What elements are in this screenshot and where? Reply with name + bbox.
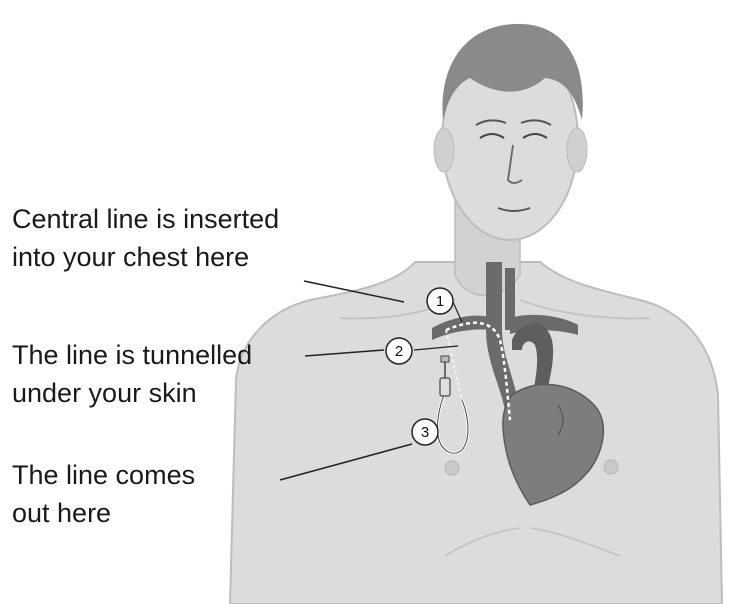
label-1-line-1: Central line is inserted (12, 200, 279, 238)
label-3: The line comes out here (12, 456, 195, 532)
right-nipple (604, 460, 618, 474)
label-2: The line is tunnelled under your skin (12, 336, 252, 412)
label-1-line-2: into your chest here (12, 238, 279, 276)
catheter-hub (440, 378, 450, 396)
marker-1-number: 1 (436, 293, 444, 310)
label-2-line-1: The line is tunnelled (12, 336, 252, 374)
label-1: Central line is inserted into your chest… (12, 200, 279, 276)
torso (230, 262, 722, 604)
label-2-line-2: under your skin (12, 374, 252, 412)
catheter-clamp (441, 356, 449, 362)
label-3-line-2: out here (12, 494, 195, 532)
label-3-line-1: The line comes (12, 456, 195, 494)
right-ear (567, 128, 587, 172)
marker-3-number: 3 (421, 424, 429, 441)
left-nipple (445, 461, 459, 475)
left-ear (434, 128, 454, 172)
marker-2-number: 2 (395, 343, 403, 360)
